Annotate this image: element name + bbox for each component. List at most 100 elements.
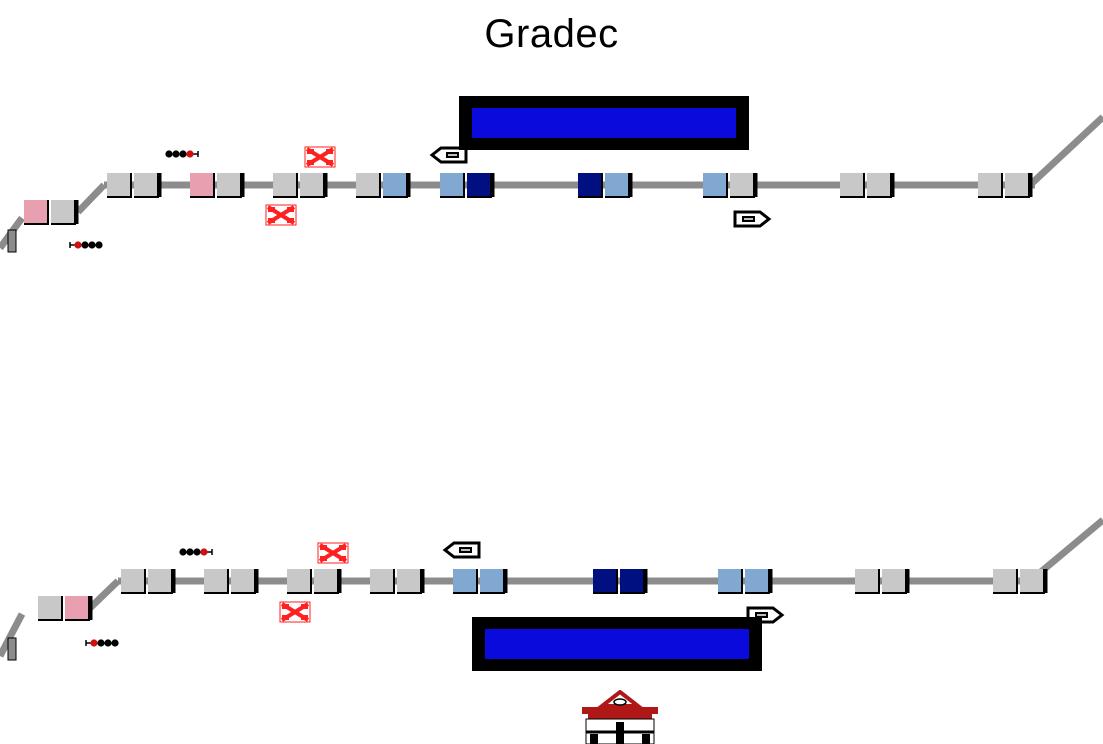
- track-segment-edge: [383, 173, 408, 198]
- track-segment-edge: [38, 596, 63, 621]
- crossing-icon[interactable]: [264, 203, 298, 227]
- track-segment-edge: [703, 173, 728, 198]
- track-segment-edge: [204, 569, 229, 594]
- track-segment[interactable]: [314, 569, 338, 593]
- track-segment-edge: [231, 569, 256, 594]
- track-segment[interactable]: [440, 173, 464, 197]
- track-segment[interactable]: [51, 200, 75, 224]
- track-segment[interactable]: [383, 173, 407, 197]
- track-segment-edge: [605, 173, 630, 198]
- crossing-shape: [316, 541, 350, 565]
- crossing-icon[interactable]: [303, 145, 337, 169]
- arrow-right-marker-icon[interactable]: [733, 210, 771, 228]
- track-segment-edge: [1020, 569, 1045, 594]
- track-segment-edge: [134, 173, 159, 198]
- track-segment[interactable]: [855, 569, 879, 593]
- track-segment[interactable]: [578, 173, 602, 197]
- arrow-left-marker-icon[interactable]: [430, 146, 468, 164]
- track-upper-stub-end: [7, 229, 17, 253]
- track-segment[interactable]: [978, 173, 1002, 197]
- track-segment-edge: [24, 200, 49, 225]
- marker-shape: [733, 210, 771, 228]
- signal-red-lamp: [90, 639, 98, 647]
- signal-red-lamp: [200, 548, 208, 556]
- signal-right-icon[interactable]: [85, 638, 120, 648]
- track-segment-edge: [453, 569, 478, 594]
- track-segment-edge: [300, 173, 325, 198]
- track-segment[interactable]: [745, 569, 769, 593]
- platform-lower: [472, 617, 762, 671]
- track-segment[interactable]: [993, 569, 1017, 593]
- crossing-icon[interactable]: [278, 600, 312, 624]
- track-segment[interactable]: [287, 569, 311, 593]
- track-segment[interactable]: [605, 173, 629, 197]
- track-segment-edge: [440, 173, 465, 198]
- track-segment-edge: [718, 569, 743, 594]
- track-segment[interactable]: [121, 569, 145, 593]
- track-segment-edge: [370, 569, 395, 594]
- track-segment-edge: [480, 569, 505, 594]
- station-building-icon[interactable]: [580, 690, 660, 744]
- track-segment-edge: [273, 173, 298, 198]
- track-segment[interactable]: [718, 569, 742, 593]
- marker-shape: [443, 541, 481, 559]
- track-segment[interactable]: [730, 173, 754, 197]
- platform-lower-surface: [485, 629, 749, 659]
- platform-upper-surface: [472, 108, 736, 138]
- track-segment-edge: [855, 569, 880, 594]
- track-segment-edge: [356, 173, 381, 198]
- track-segment[interactable]: [1020, 569, 1044, 593]
- track-segment-edge: [397, 569, 422, 594]
- track-segment[interactable]: [204, 569, 228, 593]
- track-segment[interactable]: [840, 173, 864, 197]
- track-segment[interactable]: [231, 569, 255, 593]
- track-lower-stub-end: [7, 637, 17, 661]
- track-segment-edge: [121, 569, 146, 594]
- track-segment[interactable]: [24, 200, 48, 224]
- track-segment[interactable]: [356, 173, 380, 197]
- track-segment[interactable]: [300, 173, 324, 197]
- marker-shape: [430, 146, 468, 164]
- signal-red-lamp: [186, 150, 194, 158]
- crossing-icon[interactable]: [316, 541, 350, 565]
- track-segment[interactable]: [882, 569, 906, 593]
- track-segment[interactable]: [480, 569, 504, 593]
- track-lower-diagonal-line: [87, 578, 121, 611]
- track-segment-edge: [287, 569, 312, 594]
- crossing-shape: [278, 600, 312, 624]
- track-segment[interactable]: [190, 173, 214, 197]
- signal-left-icon[interactable]: [164, 149, 199, 159]
- track-segment[interactable]: [703, 173, 727, 197]
- track-segment-edge: [745, 569, 770, 594]
- track-segment[interactable]: [148, 569, 172, 593]
- track-segment-edge: [314, 569, 339, 594]
- track-segment-edge: [467, 173, 492, 198]
- track-segment-edge: [190, 173, 215, 198]
- track-segment[interactable]: [397, 569, 421, 593]
- arrow-left-marker-icon[interactable]: [443, 541, 481, 559]
- track-segment-edge: [730, 173, 755, 198]
- track-segment[interactable]: [107, 173, 131, 197]
- track-segment[interactable]: [1005, 173, 1029, 197]
- track-segment[interactable]: [593, 569, 617, 593]
- track-segment[interactable]: [65, 596, 89, 620]
- track-segment-edge: [882, 569, 907, 594]
- track-segment-edge: [867, 173, 892, 198]
- track-segment[interactable]: [273, 173, 297, 197]
- track-segment-edge: [978, 173, 1003, 198]
- track-segment-edge: [993, 569, 1018, 594]
- track-segment[interactable]: [217, 173, 241, 197]
- track-segment[interactable]: [134, 173, 158, 197]
- signal-left-icon[interactable]: [178, 547, 213, 557]
- track-segment-edge: [51, 200, 76, 225]
- track-segment[interactable]: [620, 569, 644, 593]
- track-segment[interactable]: [867, 173, 891, 197]
- track-segment-edge: [107, 173, 132, 198]
- track-segment[interactable]: [453, 569, 477, 593]
- track-upper-diagonal-line: [75, 182, 107, 215]
- signal-right-icon[interactable]: [69, 240, 104, 250]
- track-segment[interactable]: [370, 569, 394, 593]
- track-segment[interactable]: [467, 173, 491, 197]
- track-segment[interactable]: [38, 596, 62, 620]
